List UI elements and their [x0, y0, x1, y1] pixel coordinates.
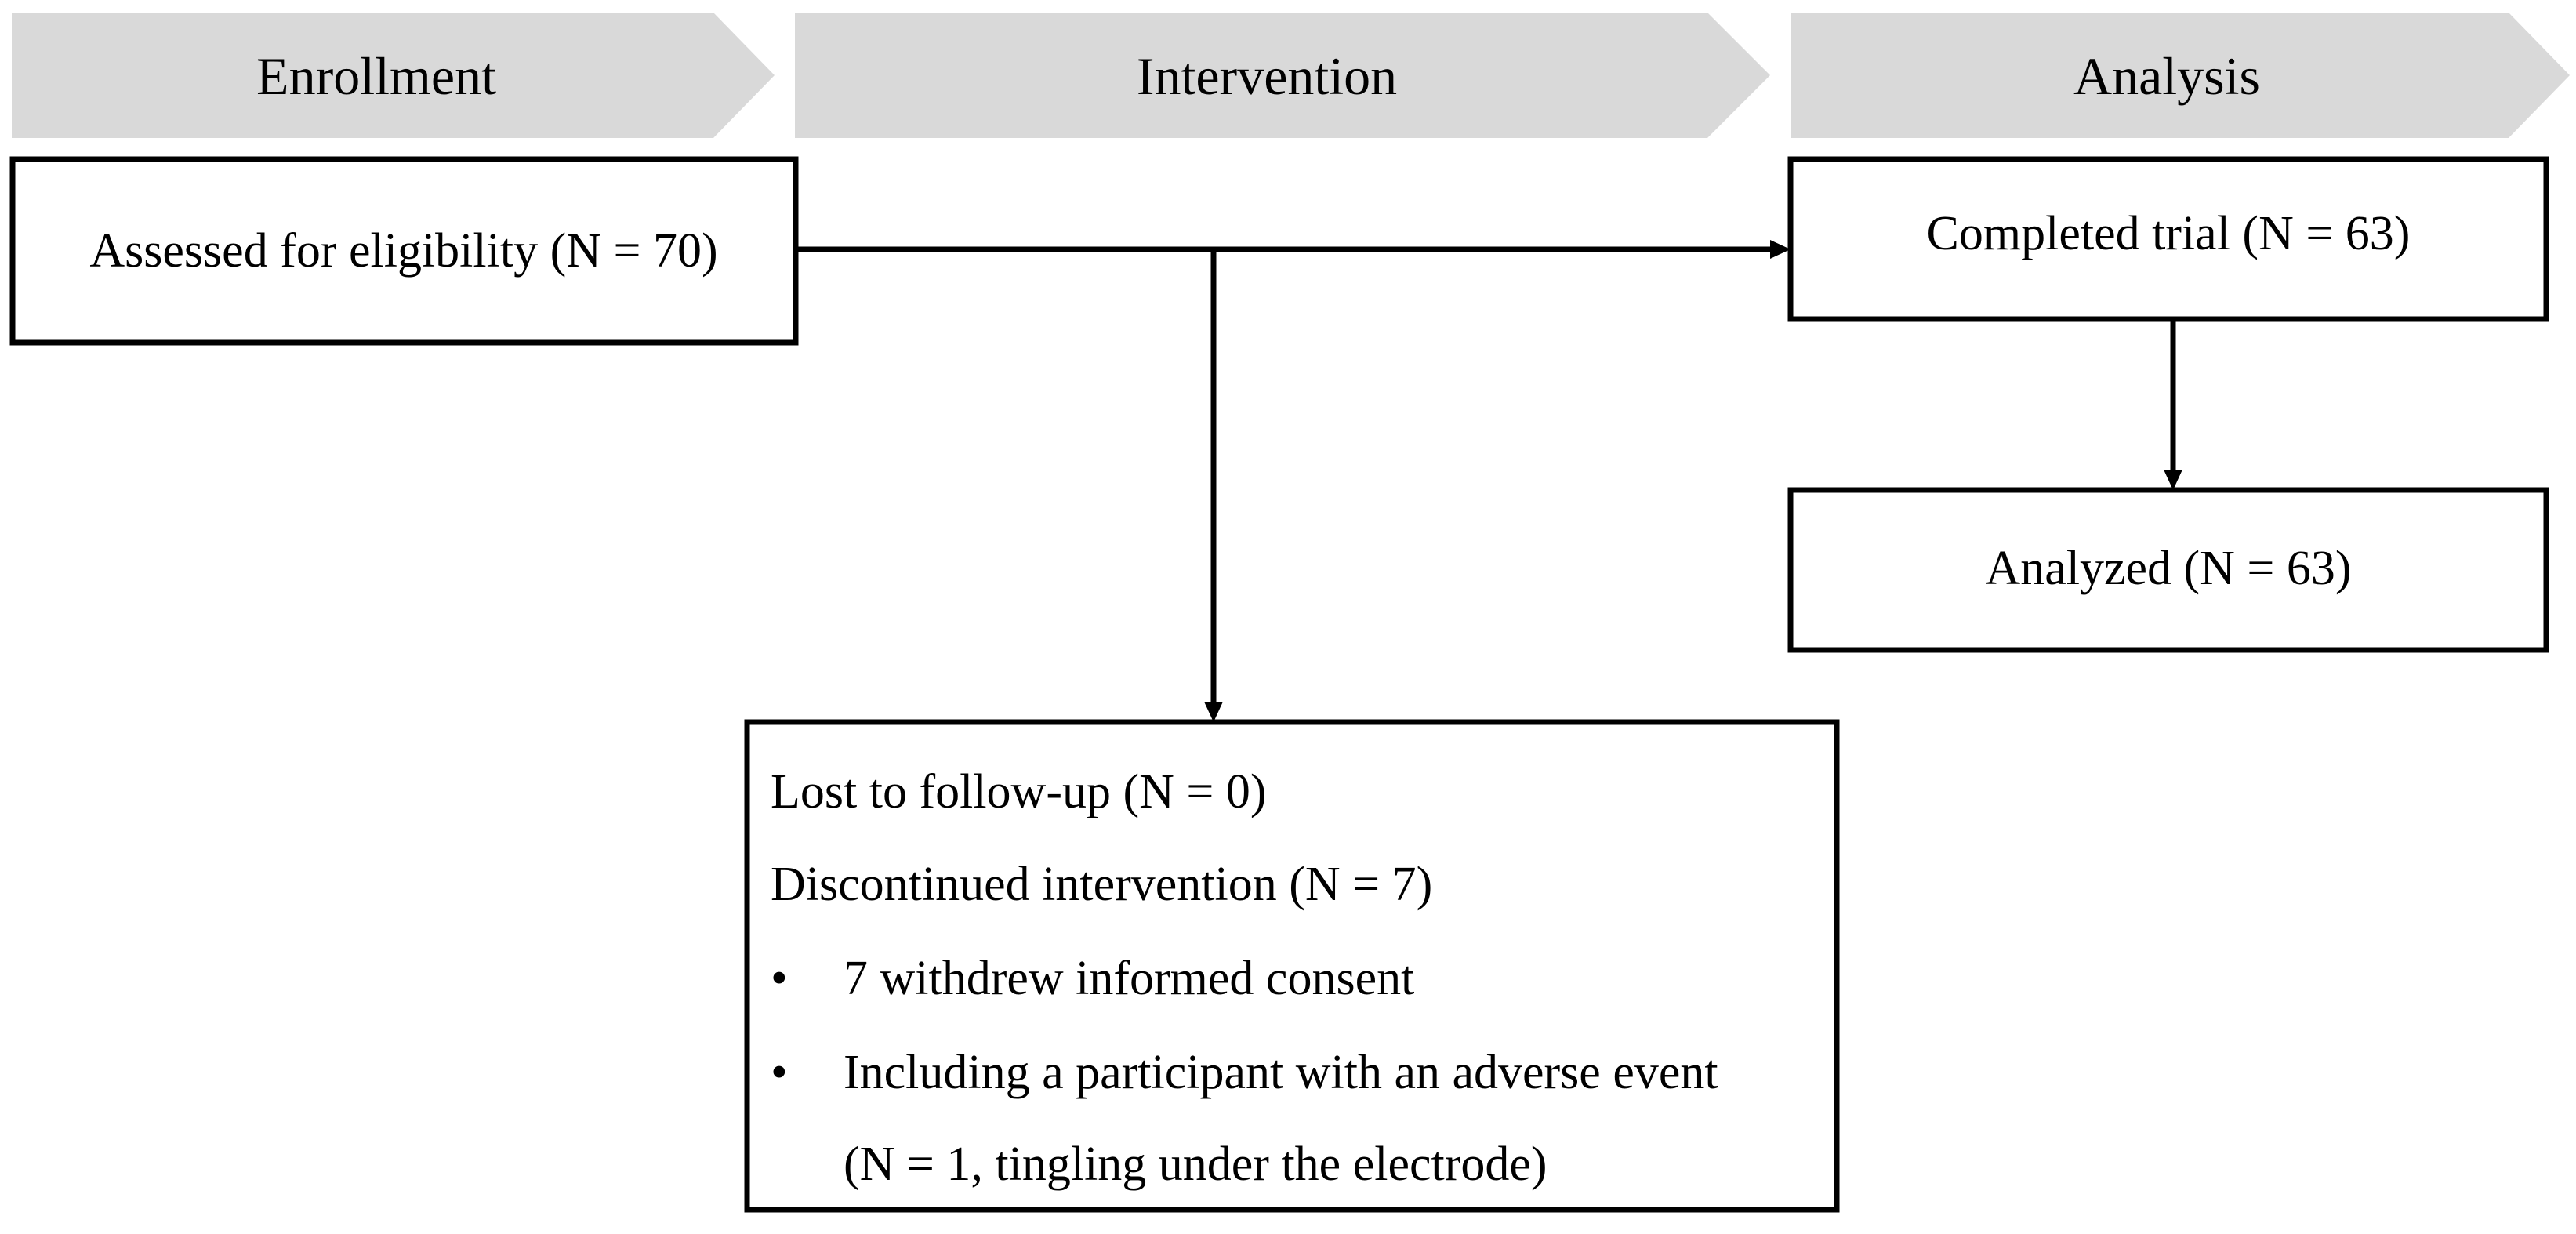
- completed-to-analyzed-arrowhead: [2164, 470, 2182, 490]
- phase-label-enrollment: Enrollment: [256, 46, 496, 106]
- assessed-to-completed-arrowhead: [1770, 240, 1791, 259]
- branch-to-lost-arrowhead: [1204, 702, 1223, 722]
- withdrew-consent-text: 7 withdrew informed consent: [844, 952, 1414, 1005]
- phase-header-enrollment: Enrollment: [12, 13, 775, 138]
- bullet-marker: •: [771, 952, 788, 1005]
- adverse-event-detail-text: (N = 1, tingling under the electrode): [844, 1138, 1547, 1191]
- phase-label-intervention: Intervention: [1137, 46, 1397, 106]
- lost-box: Lost to follow-up (N = 0) Discontinued i…: [744, 719, 1840, 1213]
- analysis-chevron-shape: [1791, 13, 2570, 138]
- lost-box-frame: [744, 719, 1840, 1213]
- completed-box-frame: [1787, 156, 2549, 322]
- completed-box-label: Completed trial (N = 63): [1927, 207, 2411, 260]
- lost-followup-text: Lost to follow-up (N = 0): [771, 765, 1267, 818]
- discontinued-text: Discontinued intervention (N = 7): [771, 858, 1432, 911]
- enrollment-chevron-shape: [12, 13, 775, 138]
- phase-header-analysis: Analysis: [1791, 13, 2570, 138]
- analyzed-box-label: Analyzed (N = 63): [1985, 542, 2351, 595]
- connectors: [796, 240, 2182, 722]
- intervention-chevron-shape: [795, 13, 1770, 138]
- analyzed-box: Analyzed (N = 63): [1787, 487, 2549, 653]
- assessed-box-frame: [9, 156, 799, 346]
- adverse-event-text: Including a participant with an adverse …: [844, 1046, 1718, 1099]
- assessed-box: Assessed for eligibility (N = 70): [9, 156, 799, 346]
- bullet-marker: •: [771, 1046, 788, 1099]
- completed-box: Completed trial (N = 63): [1787, 156, 2549, 322]
- analyzed-box-frame: [1787, 487, 2549, 653]
- assessed-box-label: Assessed for eligibility (N = 70): [89, 224, 717, 278]
- phase-header-intervention: Intervention: [795, 13, 1770, 138]
- phase-label-analysis: Analysis: [2073, 46, 2260, 106]
